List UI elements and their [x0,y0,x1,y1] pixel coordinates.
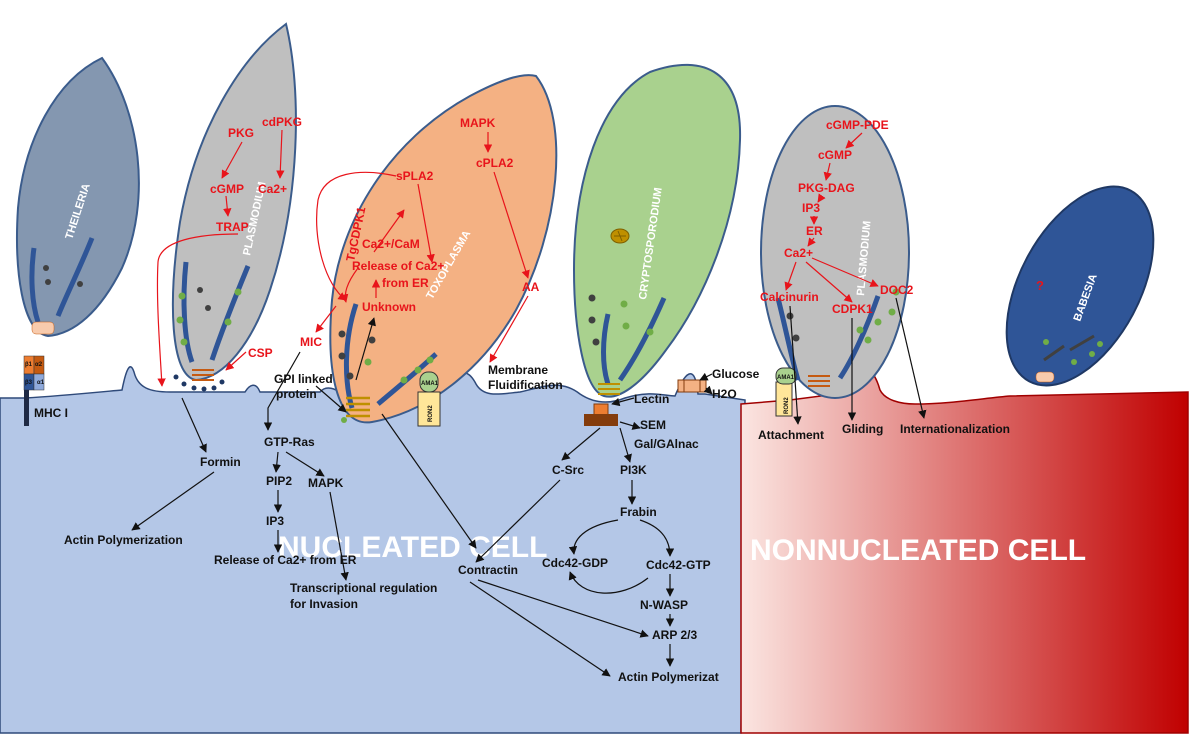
mapk-host: MAPK [308,476,344,490]
mhc-label: MHC I [34,406,68,420]
sem-complex [584,379,707,426]
cgmp-left: cGMP [210,182,244,196]
contractin: Contractin [458,563,518,577]
mic: MIC [300,335,322,349]
glucose: Glucose [712,367,760,381]
unknown: Unknown [362,300,416,314]
toxoplasma-arrows [315,132,530,363]
gal-galnac: Gal/GAlnac [634,437,699,451]
cdpkg: cdPKG [262,115,302,129]
actin-polymerization-left: Actin Polymerization [64,533,183,547]
mhc-receptor: α2 α1 β3 β1 MHC I [23,355,68,426]
trap: TRAP [216,220,249,234]
spla2: sPLA2 [396,169,434,183]
c-src: C-Src [552,463,584,477]
toxoplasma-black-arrows [263,317,477,549]
pi3k: PI3K [620,463,647,477]
svg-text:β1: β1 [25,362,33,368]
cgmp-right: cGMP [818,148,852,162]
sem: SEM [640,418,666,432]
cpla2: cPLA2 [476,156,514,170]
cryptosporidium-parasite: CRYPTOSPORODIUM [572,63,742,398]
crypto-arrows [561,372,713,463]
svg-text:RON2: RON2 [784,397,790,414]
svg-text:AMA1: AMA1 [777,375,795,381]
calcineurin: Calcinurin [760,290,819,304]
ca-left: Ca2+ [258,182,287,196]
n-wasp: N-WASP [640,598,688,612]
toxoplasma-parasite: TOXOPLASMA AMA1 RON2 [329,74,558,427]
ip3-host: IP3 [266,514,284,528]
lectin: Lectin [634,392,669,406]
babesia-unknown: ? [1036,278,1044,293]
plasmodium-left-parasite: PLASMODIUM [171,22,297,392]
svg-text:α1: α1 [37,380,45,386]
host-signaling-arrows [131,397,675,677]
pip2: PIP2 [266,474,292,488]
pkg-dag: PKG-DAG [798,181,855,195]
gpi-2: protein [276,387,317,401]
cdc42-gtp: Cdc42-GTP [646,558,711,572]
er-right: ER [806,224,823,238]
release-ca-1: Release of Ca2+ [352,259,444,273]
plasmodium-right-parasite: PLASMODIUM AMA1 RON2 [760,105,910,417]
csp: CSP [248,346,273,360]
transcriptional-2: for Invasion [290,597,358,611]
svg-text:β3: β3 [25,380,33,386]
gtp-ras: GTP-Ras [264,435,315,449]
ca-cam: Ca2+/CaM [362,237,420,251]
svg-text:AMA1: AMA1 [421,381,439,387]
doc2: DOC2 [880,283,914,297]
membrane-1: Membrane [488,363,548,377]
gliding: Gliding [842,422,883,436]
svg-text:α2: α2 [35,362,43,368]
pkg: PKG [228,126,254,140]
ip3-right: IP3 [802,201,820,215]
attachment: Attachment [758,428,824,442]
theileria-parasite: THEILERIA [16,56,140,338]
cdpk1: CDPK1 [832,302,873,316]
actin-polymerization-right: Actin Polymerizat [618,670,719,684]
arp-2-3: ARP 2/3 [652,628,697,642]
rbc-outcome-arrows [789,297,927,425]
membrane-2: Fluidification [488,378,563,392]
cgmp-pde: cGMP-PDE [826,118,889,132]
ca-right: Ca2+ [784,246,813,260]
gpi-1: GPI linked [274,372,333,386]
formin: Formin [200,455,241,469]
babesia-parasite: BABESIA ? [1005,185,1155,387]
plasmodium-right-arrows [784,132,879,303]
transcriptional-1: Transcriptional regulation [290,581,437,595]
cdc42-gdp: Cdc42-GDP [542,556,608,570]
internalization: Internationalization [900,422,1010,436]
svg-text:RON2: RON2 [428,405,434,422]
h2o: H2O [712,387,737,401]
release-ca-host: Release of Ca2+ from ER [214,553,357,567]
plasmodium-left-arrows [156,129,285,387]
nonnucleated-cell-label: NONNUCLEATED CELL [750,534,1086,567]
mapk-toxo: MAPK [460,116,496,130]
frabin: Frabin [620,505,657,519]
release-ca-2: from ER [382,276,429,290]
aa: AA [522,280,540,294]
